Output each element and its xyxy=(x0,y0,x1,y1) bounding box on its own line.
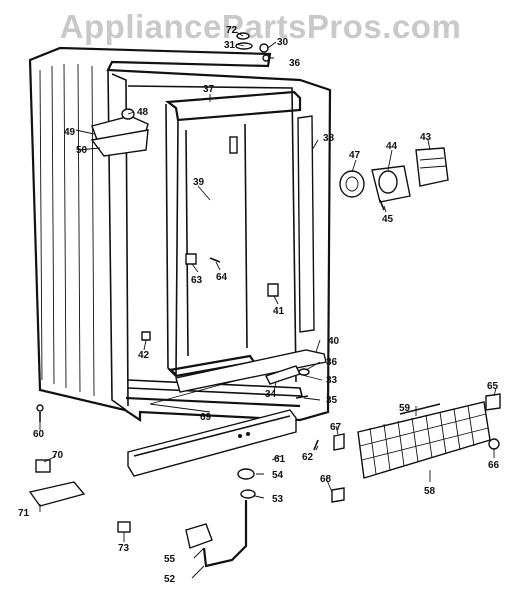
callout-42: 42 xyxy=(138,350,150,361)
callout-62: 62 xyxy=(302,452,314,463)
small-hardware xyxy=(36,32,501,503)
callout-53: 53 xyxy=(272,494,284,505)
callout-44: 44 xyxy=(386,141,398,152)
part-61-kickplate xyxy=(127,409,297,477)
part-50-door-shelf xyxy=(90,108,149,157)
callout-38: 38 xyxy=(323,133,335,144)
callout-35: 35 xyxy=(326,395,338,406)
hinge-bracket-parts xyxy=(28,459,131,533)
callout-37: 37 xyxy=(203,84,215,95)
callout-48: 48 xyxy=(137,107,149,118)
callout-34: 34 xyxy=(265,389,277,400)
callout-73: 73 xyxy=(118,543,130,554)
callout-43: 43 xyxy=(420,132,432,143)
callout-50: 50 xyxy=(76,145,88,156)
callout-58: 58 xyxy=(424,486,436,497)
leader-lines xyxy=(39,31,497,579)
callout-52: 52 xyxy=(164,574,176,585)
callout-41: 41 xyxy=(273,306,285,317)
callout-40: 40 xyxy=(328,336,340,347)
callout-70: 70 xyxy=(52,450,64,461)
door-liner-frame xyxy=(165,90,302,378)
callout-36-top: 36 xyxy=(289,58,301,69)
drain-assembly xyxy=(185,468,256,568)
callout-60: 60 xyxy=(33,429,45,440)
callout-45: 45 xyxy=(382,214,394,225)
callout-65: 65 xyxy=(487,381,499,392)
callout-33: 33 xyxy=(326,375,338,386)
callout-63: 63 xyxy=(191,275,203,286)
callout-55: 55 xyxy=(164,554,176,565)
callout-66: 66 xyxy=(488,460,500,471)
callout-72: 72 xyxy=(226,25,238,36)
callout-59: 59 xyxy=(399,403,411,414)
callout-31: 31 xyxy=(224,40,236,51)
callout-64: 64 xyxy=(216,272,228,283)
callout-labels: 72 31 30 36 37 38 39 48 49 50 47 44 43 4… xyxy=(18,25,500,585)
callout-47: 47 xyxy=(349,150,361,161)
thermostat-assembly xyxy=(339,147,449,211)
callout-49: 49 xyxy=(64,127,76,138)
callout-30: 30 xyxy=(277,37,289,48)
part-58-grille xyxy=(357,401,491,479)
callout-67: 67 xyxy=(330,422,342,433)
callout-61: 61 xyxy=(274,454,286,465)
part-40-bottom-trim xyxy=(175,349,327,393)
part-38-trim-strip xyxy=(297,115,315,333)
watermark: AppliancePartsPros.com xyxy=(59,8,462,45)
callout-54: 54 xyxy=(272,470,284,481)
callout-71: 71 xyxy=(18,508,30,519)
callout-68: 68 xyxy=(320,474,332,485)
callout-39: 39 xyxy=(193,177,205,188)
callout-69: 69 xyxy=(200,412,212,423)
callout-36-bottom: 36 xyxy=(326,357,338,368)
